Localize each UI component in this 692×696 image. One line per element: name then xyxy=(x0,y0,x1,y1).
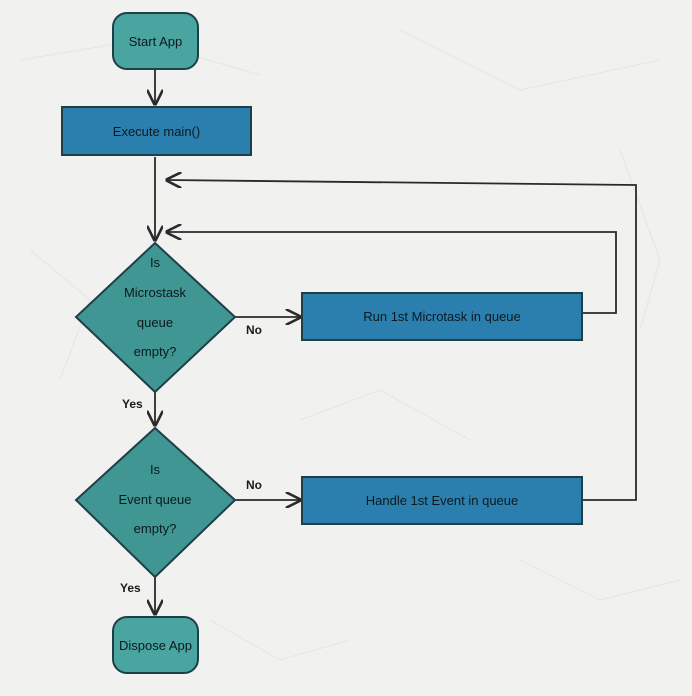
handle-event-shape xyxy=(301,476,583,525)
event-decision-line-2: Event queue xyxy=(118,492,191,507)
event-decision-shape xyxy=(74,426,237,579)
start-node: Start App xyxy=(112,12,199,70)
handle-event-node: Handle 1st Event in queue xyxy=(301,476,583,525)
start-node-label: Start App xyxy=(129,34,182,49)
microtask-decision-shape xyxy=(74,241,237,394)
event-decision-line-3: empty? xyxy=(134,521,177,536)
dispose-node: Dispose App xyxy=(112,616,199,674)
handle-event-label: Handle 1st Event in queue xyxy=(366,493,519,508)
execute-main-label: Execute main() xyxy=(113,124,200,139)
microtask-decision-line-3: queue xyxy=(137,315,173,330)
run-microtask-node: Run 1st Microtask in queue xyxy=(301,292,583,341)
execute-main-shape xyxy=(61,106,252,156)
event-decision-node: Is Event queue empty? xyxy=(74,426,237,579)
event-decision-line-1: Is xyxy=(150,462,161,477)
connectors xyxy=(155,69,637,614)
microtask-decision-line-2: Microstask xyxy=(124,285,187,300)
arrow-microtask-loop-back xyxy=(167,232,617,314)
run-microtask-label: Run 1st Microtask in queue xyxy=(363,309,521,324)
microtask-decision-line-1: Is xyxy=(150,255,161,270)
execute-main-node: Execute main() xyxy=(61,106,252,156)
edge-label-microtask-no: No xyxy=(246,323,262,337)
microtask-decision-node: Is Microstask queue empty? xyxy=(74,241,237,394)
microtask-decision-line-4: empty? xyxy=(134,344,177,359)
dispose-node-shape xyxy=(112,616,199,674)
start-node-shape xyxy=(112,12,199,70)
edge-label-event-yes: Yes xyxy=(120,581,141,595)
dispose-node-label: Dispose App xyxy=(119,638,192,653)
arrow-event-loop-back xyxy=(167,180,637,501)
edge-label-event-no: No xyxy=(246,478,262,492)
edge-label-microtask-yes: Yes xyxy=(122,397,143,411)
run-microtask-shape xyxy=(301,292,583,341)
